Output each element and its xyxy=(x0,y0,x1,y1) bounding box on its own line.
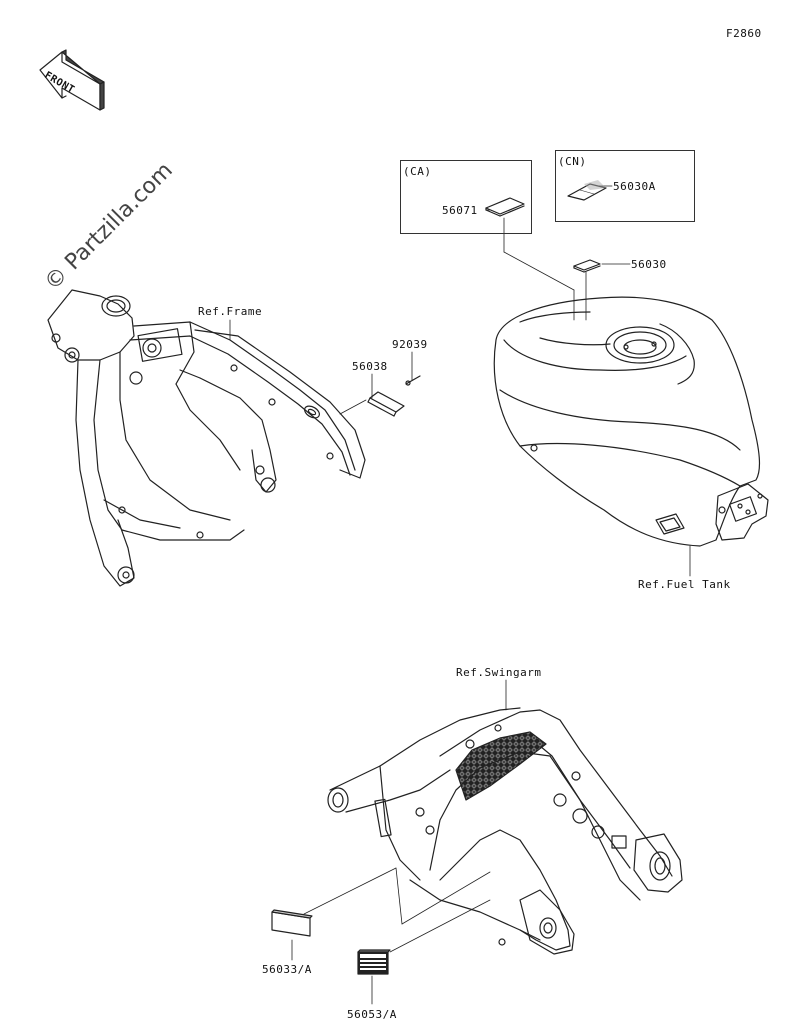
inset-box-ca-label: (CA) xyxy=(403,165,432,178)
callout-56071[interactable]: 56071 xyxy=(442,204,478,217)
callout-56030a[interactable]: 56030A xyxy=(613,180,656,193)
leader-lines-swingarm xyxy=(291,679,507,1005)
part-56033a-illustration xyxy=(271,909,313,937)
front-arrow-icon xyxy=(39,49,105,111)
part-56030-illustration xyxy=(573,259,601,273)
part-56053a-illustration xyxy=(357,949,391,975)
callout-56038[interactable]: 56038 xyxy=(352,360,388,373)
swingarm-illustration xyxy=(327,707,683,955)
leader-lines-tank xyxy=(485,185,691,577)
leader-lines xyxy=(229,319,413,415)
callout-56033a[interactable]: 56033/A xyxy=(262,963,312,976)
callout-ref-swingarm[interactable]: Ref.Swingarm xyxy=(456,666,542,679)
callout-ref-fuel-tank[interactable]: Ref.Fuel Tank xyxy=(638,578,731,591)
frame-illustration xyxy=(47,289,366,587)
inset-box-cn: (CN) xyxy=(555,150,695,222)
part-56038-illustration xyxy=(367,391,405,417)
callout-56053a[interactable]: 56053/A xyxy=(347,1008,397,1021)
callout-92039[interactable]: 92039 xyxy=(392,338,428,351)
callout-56030[interactable]: 56030 xyxy=(631,258,667,271)
inset-box-ca: (CA) xyxy=(400,160,532,234)
callout-ref-frame[interactable]: Ref.Frame xyxy=(198,305,263,318)
part-56071-illustration xyxy=(485,197,525,217)
inset-box-cn-label: (CN) xyxy=(558,155,587,168)
part-56030a-illustration xyxy=(567,180,607,201)
fuel-tank-illustration xyxy=(493,296,769,547)
part-92039-illustration xyxy=(405,375,421,386)
figure-code: F2860 xyxy=(726,27,762,40)
